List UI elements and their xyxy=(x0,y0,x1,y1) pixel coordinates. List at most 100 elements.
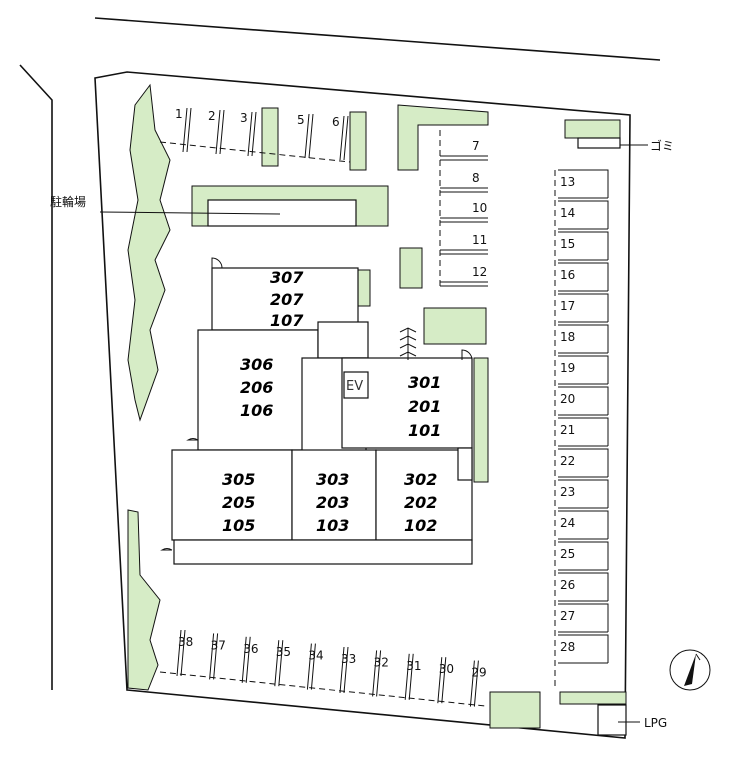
parking-divider xyxy=(440,249,488,255)
unit-stack-306: 306 206 106 xyxy=(240,355,273,420)
green-top-block-2 xyxy=(349,111,367,171)
unit-label: 207 xyxy=(270,290,304,309)
parking-slot: 29 xyxy=(469,660,487,707)
parking-slot: 21 xyxy=(558,417,609,447)
unit-label: 203 xyxy=(316,493,349,512)
parking-slot: 28 xyxy=(558,634,609,664)
parking-divider xyxy=(247,111,257,157)
parking-divider xyxy=(558,417,609,447)
parking-slot: 23 xyxy=(558,479,609,509)
green-mid-block xyxy=(399,247,423,289)
parking-slot: 15 xyxy=(558,231,609,261)
parking-divider xyxy=(558,169,609,199)
unit-label: 302 xyxy=(404,470,437,489)
building xyxy=(160,257,473,565)
parking-slot: 24 xyxy=(558,510,609,540)
bicycle-parking-shelter xyxy=(207,199,357,227)
green-top-block-1 xyxy=(261,107,279,167)
parking-number: 33 xyxy=(341,652,356,666)
parking-number: 16 xyxy=(560,268,575,282)
unit-stack-302: 302 202 102 xyxy=(404,470,437,535)
parking-number: 25 xyxy=(560,547,575,561)
parking-divider xyxy=(182,107,192,153)
parking-number: 10 xyxy=(472,201,487,215)
parking-slot: 22 xyxy=(558,448,609,478)
parking-slot: 35 xyxy=(274,640,291,687)
parking-divider xyxy=(558,324,609,354)
parking-number: 12 xyxy=(472,265,487,279)
parking-number: 34 xyxy=(308,649,323,663)
unit-label: 206 xyxy=(240,378,273,397)
green-building-edge xyxy=(473,357,489,483)
parking-slot: 13 xyxy=(558,169,609,199)
elevator-label: EV xyxy=(346,379,363,394)
parking-number: 36 xyxy=(243,642,258,656)
unit-label: 101 xyxy=(408,421,441,440)
green-top-right-l xyxy=(397,104,489,171)
green-strip-left-lower xyxy=(127,509,161,691)
parking-divider xyxy=(215,109,225,155)
parking-slot: 34 xyxy=(306,643,324,690)
unit-stack-305: 305 205 105 xyxy=(222,470,255,535)
road-edge-left xyxy=(19,64,53,690)
parking-divider xyxy=(372,650,382,697)
parking-divider xyxy=(469,660,479,707)
parking-divider xyxy=(558,200,609,230)
parking-slot: 10 xyxy=(440,201,488,223)
parking-number: 30 xyxy=(439,662,454,676)
parking-slot: 20 xyxy=(558,386,609,416)
lpg-label: LPG xyxy=(644,716,667,730)
parking-divider xyxy=(306,643,316,690)
unit-label: 202 xyxy=(404,493,437,512)
parking-slot: 19 xyxy=(558,355,609,385)
parking-divider xyxy=(558,231,609,261)
parking-slot: 26 xyxy=(558,572,609,602)
green-bottom-right xyxy=(559,691,627,705)
parking-divider xyxy=(558,541,609,571)
parking-slot: 12 xyxy=(440,265,488,287)
unit-label: 102 xyxy=(404,516,437,535)
parking-divider xyxy=(274,640,284,687)
parking-slot: 2 xyxy=(208,109,225,155)
parking-number: 11 xyxy=(472,233,487,247)
parking-slot: 7 xyxy=(440,139,488,161)
parking-number: 35 xyxy=(276,645,291,659)
parking-slot: 5 xyxy=(297,113,314,159)
parking-number: 14 xyxy=(560,206,575,220)
parking-divider xyxy=(404,653,414,700)
parking-number: 27 xyxy=(560,609,575,623)
parking-divider xyxy=(558,386,609,416)
green-garbage xyxy=(564,119,621,139)
parking-divider xyxy=(558,448,609,478)
parking-divider xyxy=(558,510,609,540)
parking-divider xyxy=(558,603,609,633)
parking-slot: 37 xyxy=(209,633,226,680)
parking-slot: 30 xyxy=(437,657,454,704)
parking-number: 8 xyxy=(472,171,480,185)
green-right-block xyxy=(423,307,487,345)
parking-slot: 27 xyxy=(558,603,609,633)
parking-number: 32 xyxy=(374,655,389,669)
parking-right-inner: 7 8 10 11 12 xyxy=(440,139,488,287)
unit-label: 106 xyxy=(240,401,273,420)
green-bottom-left xyxy=(489,691,541,729)
parking-slot: 32 xyxy=(372,650,389,697)
north-arrow-icon xyxy=(669,649,711,691)
parking-number: 19 xyxy=(560,361,575,375)
parking-divider xyxy=(440,217,488,223)
unit-stack-303: 303 203 103 xyxy=(316,470,349,535)
parking-number: 28 xyxy=(560,640,575,654)
unit-label: 205 xyxy=(222,493,255,512)
lpg-box xyxy=(597,704,627,736)
parking-number: 7 xyxy=(472,139,480,153)
parking-slot: 33 xyxy=(339,646,356,694)
unit-label: 307 xyxy=(270,268,304,287)
parking-divider xyxy=(440,187,488,193)
parking-slot: 6 xyxy=(332,115,349,161)
unit-label: 305 xyxy=(222,470,255,489)
parking-number: 20 xyxy=(560,392,575,406)
parking-divider xyxy=(558,634,609,664)
